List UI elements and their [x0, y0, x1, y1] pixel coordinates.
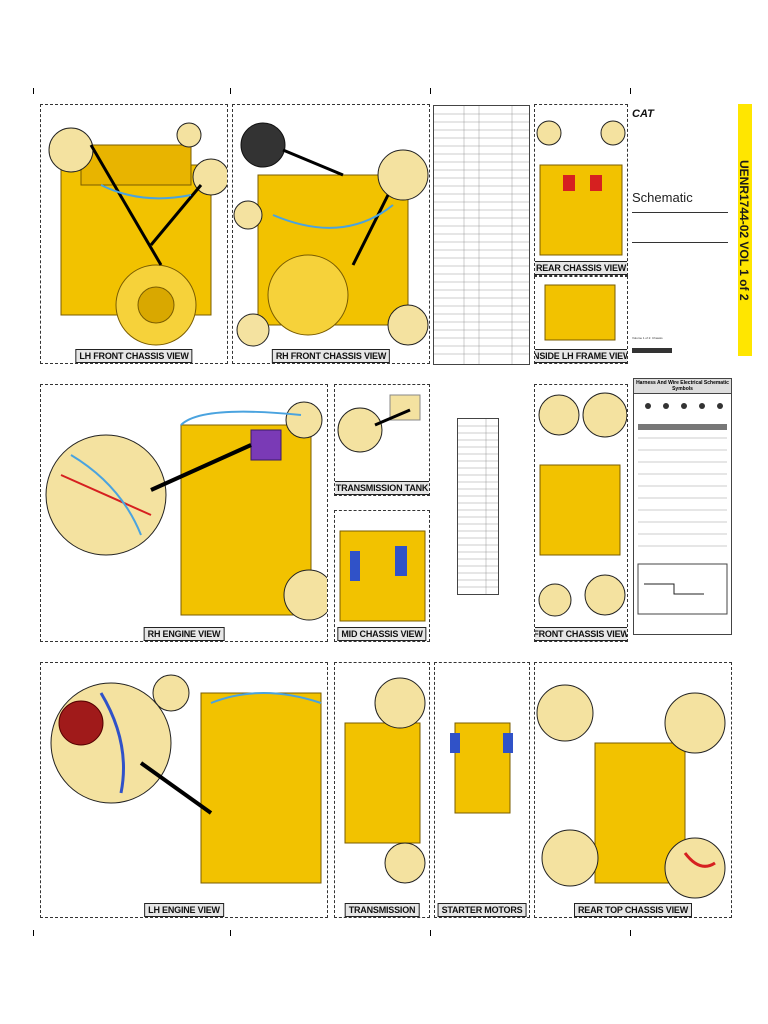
doc-number-strip — [738, 104, 752, 356]
table-lines — [458, 419, 498, 594]
view-caption: REAR TOP CHASSIS VIEW — [574, 903, 692, 917]
starter-motors-illustration — [450, 722, 513, 814]
crop-mark — [33, 930, 40, 936]
title-block: CAT Schematic Volume 1 of 2: Chassis — [630, 104, 738, 356]
view-caption: LH FRONT CHASSIS VIEW — [75, 349, 193, 363]
rh-engine-illustration — [45, 401, 327, 621]
volume-note: Volume 1 of 2: Chassis — [632, 336, 663, 340]
starter-motors-panel: STARTER MOTORS — [434, 662, 530, 918]
rear-top-chassis-panel: REAR TOP CHASSIS VIEW — [534, 662, 732, 918]
crop-mark — [230, 88, 237, 94]
lh-front-chassis-illustration — [48, 122, 227, 346]
connector-table-mid — [457, 418, 499, 595]
inside-lh-frame-illustration — [544, 284, 616, 341]
front-chassis-panel: FRONT CHASSIS VIEW — [534, 384, 628, 642]
crop-mark — [33, 88, 40, 94]
part-number-bar — [632, 348, 672, 353]
divider — [632, 242, 728, 243]
brand-logo: CAT — [632, 108, 654, 120]
divider — [632, 212, 728, 213]
connector-table-top — [433, 105, 530, 365]
view-caption: TRANSMISSION — [344, 903, 420, 917]
crop-mark — [630, 88, 637, 94]
document-number: UENR1744-02 VOL 1 of 2 — [737, 159, 751, 301]
crop-mark — [630, 930, 637, 936]
transmission-illustration — [344, 677, 426, 884]
transmission-tank-illustration — [337, 394, 421, 453]
crop-mark — [430, 88, 437, 94]
front-chassis-illustration — [538, 392, 627, 617]
view-caption: RH FRONT CHASSIS VIEW — [271, 349, 391, 363]
mid-chassis-illustration — [339, 530, 426, 622]
symbols-legend: Harness And Wire Electrical Schematic Sy… — [633, 378, 732, 635]
transmission-panel: TRANSMISSION — [334, 662, 430, 918]
lh-engine-illustration — [50, 674, 322, 884]
view-caption: INSIDE LH FRAME VIEW — [535, 349, 627, 363]
view-caption: REAR CHASSIS VIEW — [535, 261, 627, 275]
view-caption: RH ENGINE VIEW — [143, 627, 225, 641]
rh-engine-panel: RH ENGINE VIEW — [40, 384, 328, 642]
document-title: Schematic — [632, 190, 693, 205]
view-caption: TRANSMISSION TANK — [335, 481, 429, 495]
rh-front-chassis-panel: RH FRONT CHASSIS VIEW — [232, 104, 430, 364]
view-caption: LH ENGINE VIEW — [144, 903, 224, 917]
table-lines — [434, 106, 529, 364]
legend-title: Harness And Wire Electrical Schematic Sy… — [634, 379, 731, 394]
rh-front-chassis-illustration — [233, 122, 429, 347]
inside-lh-frame-panel: INSIDE LH FRAME VIEW — [534, 276, 628, 364]
rear-top-chassis-illustration — [536, 684, 726, 899]
rear-chassis-illustration — [536, 120, 626, 256]
crop-mark — [230, 930, 237, 936]
lh-front-chassis-panel: LH FRONT CHASSIS VIEW — [40, 104, 228, 364]
mid-chassis-panel: MID CHASSIS VIEW — [334, 510, 430, 642]
lh-engine-panel: LH ENGINE VIEW — [40, 662, 328, 918]
crop-mark — [430, 930, 437, 936]
legend-symbols — [637, 403, 728, 615]
view-caption: STARTER MOTORS — [437, 903, 527, 917]
view-caption: MID CHASSIS VIEW — [337, 627, 427, 641]
view-caption: FRONT CHASSIS VIEW — [535, 627, 627, 641]
rear-chassis-panel: REAR CHASSIS VIEW — [534, 104, 628, 276]
transmission-tank-panel: TRANSMISSION TANK — [334, 384, 430, 496]
